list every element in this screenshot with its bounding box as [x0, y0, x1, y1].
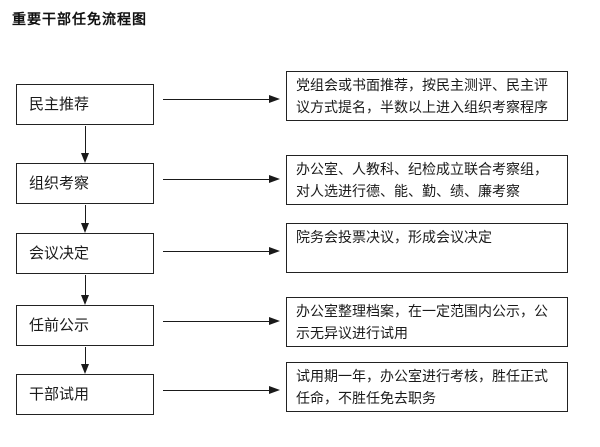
- right-arrow-icon: [163, 386, 280, 394]
- right-arrow-icon: [163, 317, 280, 325]
- down-arrow-icon: [81, 126, 89, 163]
- down-arrow-icon: [81, 275, 89, 305]
- step-box-ganbu-shiyong: 干部试用: [16, 374, 154, 415]
- step-box-minzhu-tuijian: 民主推荐: [16, 84, 154, 125]
- down-arrow-icon: [81, 347, 89, 374]
- step-description-box: 办公室、人教科、纪检成立联合考察组，对人选进行德、能、勤、绩、廉考察: [286, 155, 568, 205]
- page-title: 重要干部任免流程图: [12, 12, 147, 28]
- step-description-box: 办公室整理档案，在一定范围内公示，公示无异议进行试用: [286, 297, 568, 347]
- step-box-renqian-gongshi: 任前公示: [16, 305, 154, 346]
- right-arrow-icon: [163, 247, 280, 255]
- right-arrow-icon: [163, 95, 280, 103]
- step-box-huiyi-jueding: 会议决定: [16, 233, 154, 274]
- down-arrow-icon: [81, 205, 89, 233]
- step-description-box: 院务会投票决议，形成会议决定: [286, 223, 568, 273]
- step-box-zuzhi-kaocha: 组织考察: [16, 163, 154, 204]
- step-description-box: 党组会或书面推荐，按民主测评、民主评议方式提名，半数以上进入组织考察程序: [286, 71, 568, 121]
- right-arrow-icon: [163, 175, 280, 183]
- step-description-box: 试用期一年，办公室进行考核，胜任正式任命，不胜任免去职务: [286, 362, 568, 412]
